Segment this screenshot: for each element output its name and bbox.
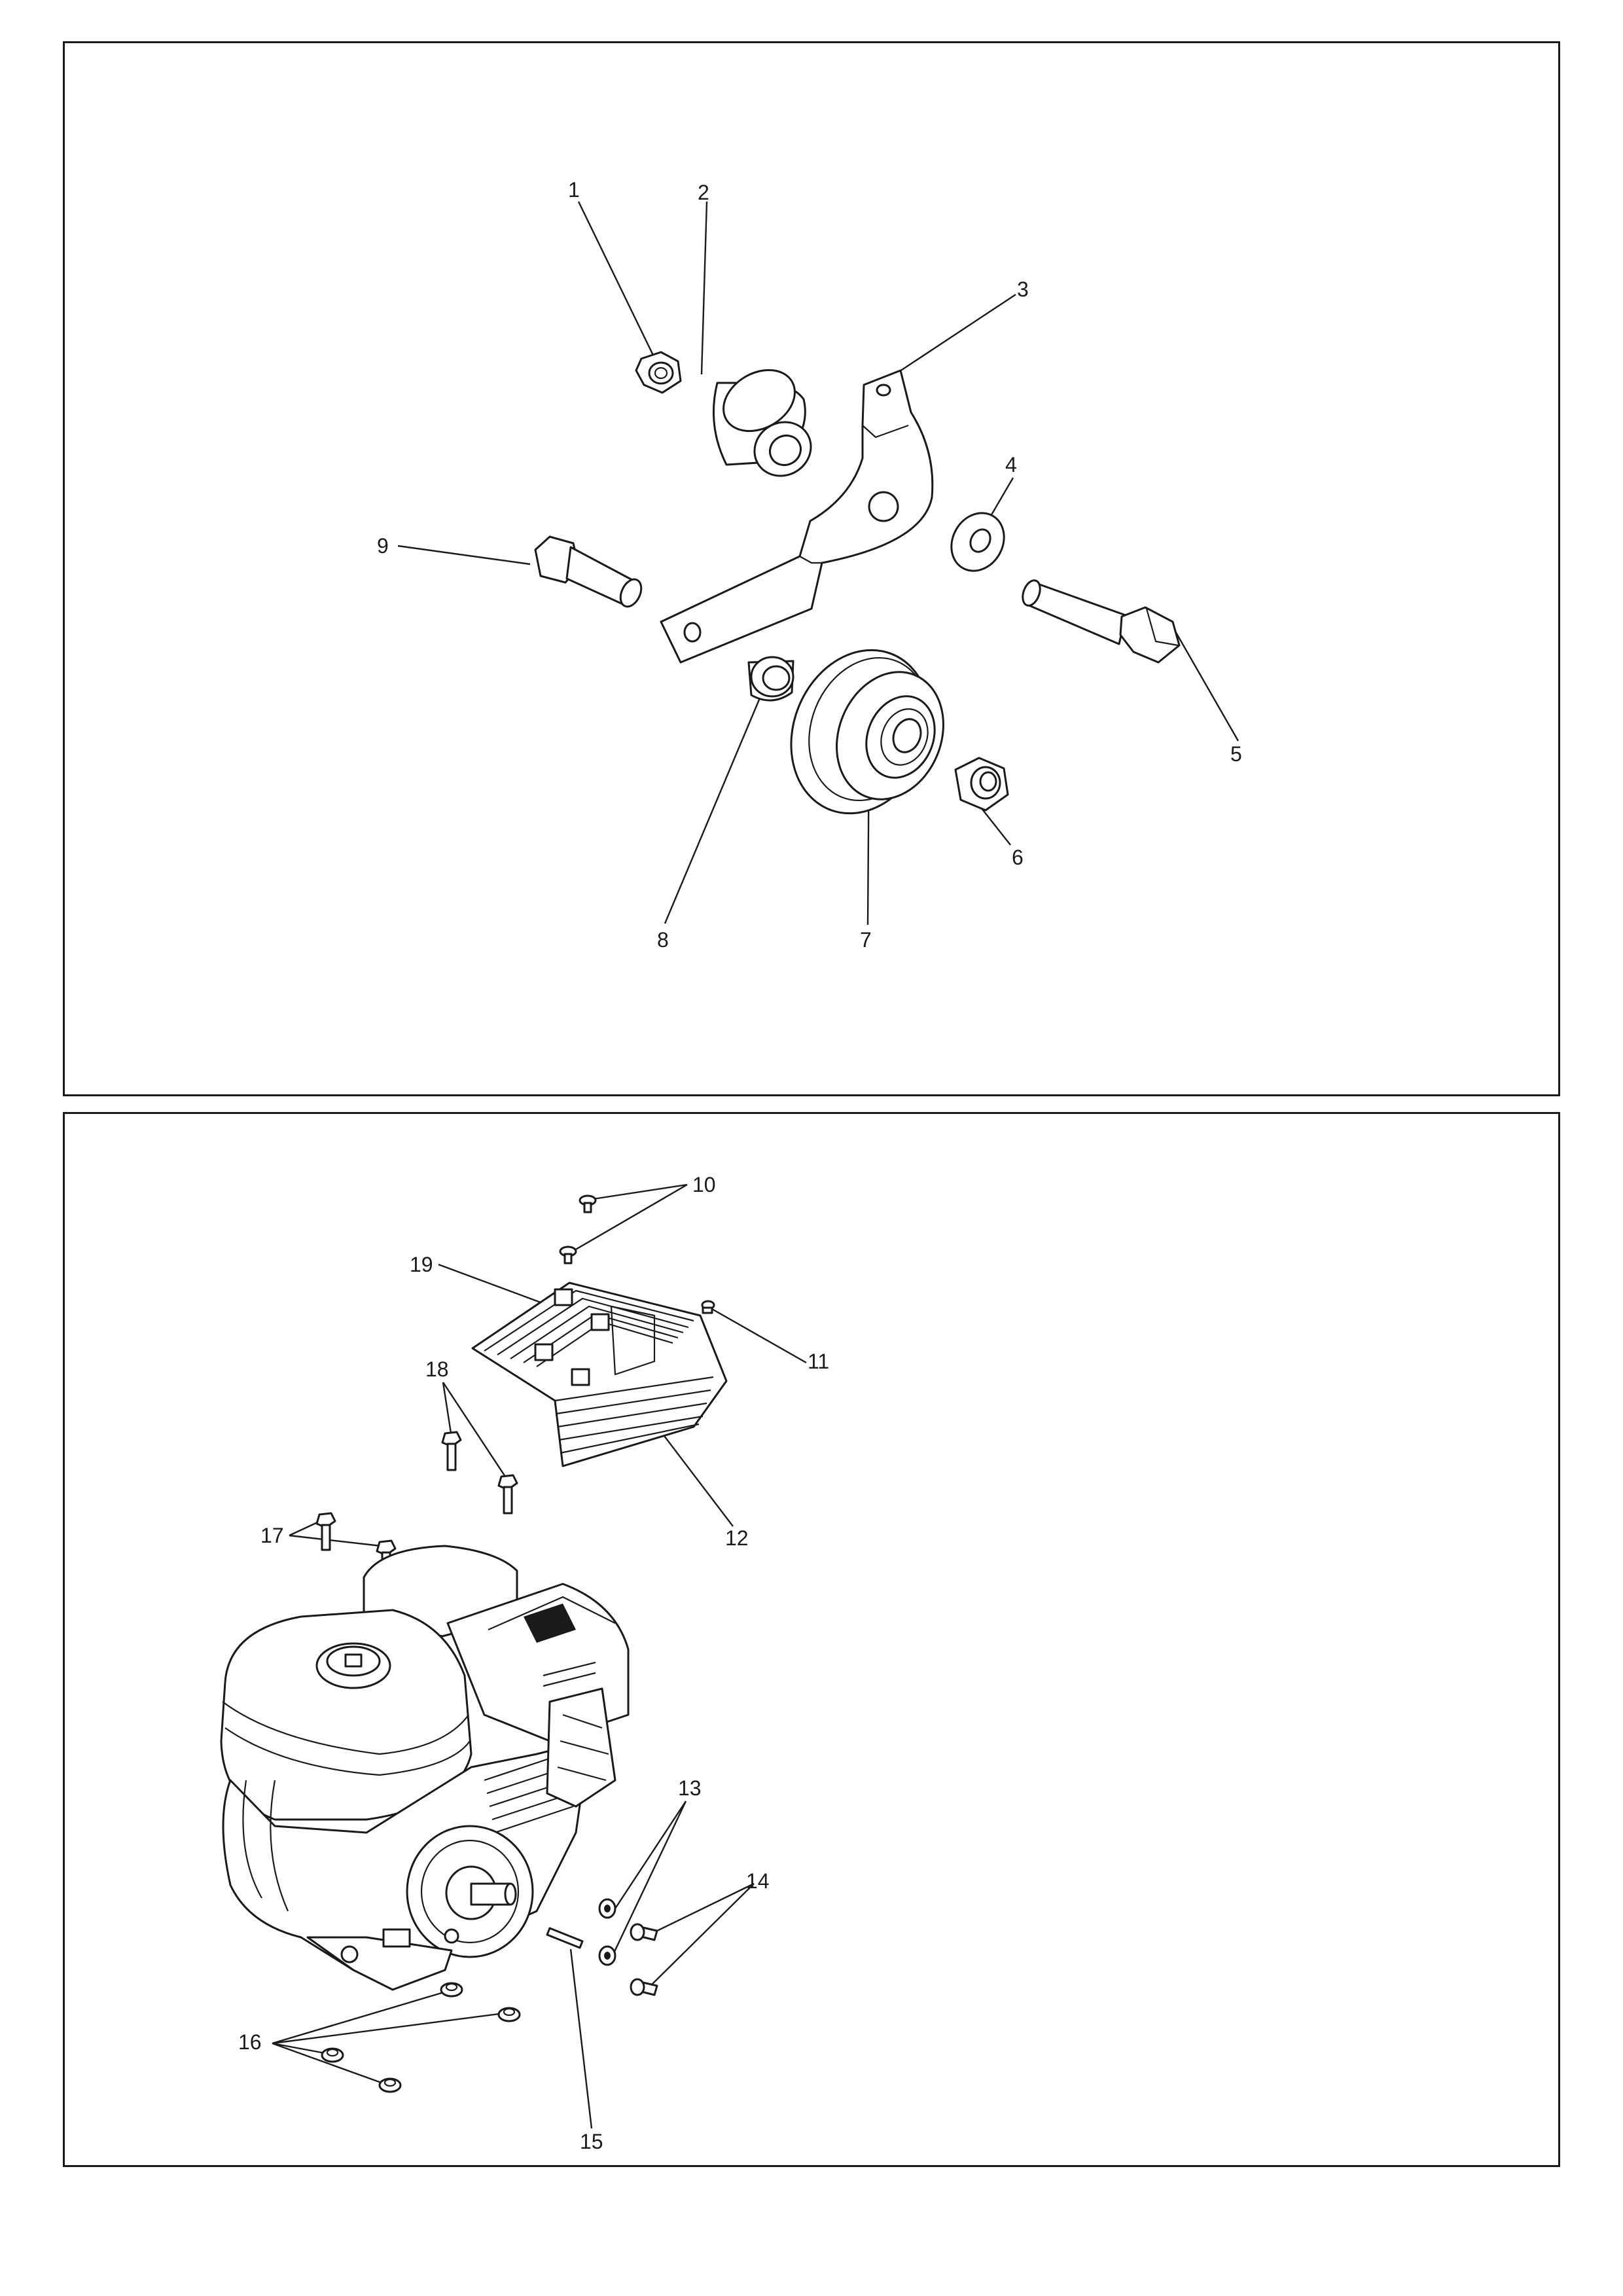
callout-13: 13 bbox=[678, 1776, 702, 1800]
guard-bracket-icon bbox=[534, 1288, 610, 1386]
callout-6: 6 bbox=[1012, 846, 1024, 869]
callout-4: 4 bbox=[1005, 453, 1017, 476]
idler-pulley-icon bbox=[790, 649, 944, 815]
screw-icon bbox=[559, 1194, 597, 1265]
shoulder-bolt-icon bbox=[534, 535, 643, 608]
callout-8: 8 bbox=[657, 928, 669, 952]
callout-3: 3 bbox=[1017, 278, 1029, 301]
callout-16: 16 bbox=[238, 2030, 262, 2054]
flange-nut-icon bbox=[321, 1982, 521, 2093]
callout-9: 9 bbox=[377, 534, 389, 558]
bushing-sleeve-icon bbox=[712, 368, 812, 477]
callout-11: 11 bbox=[808, 1350, 830, 1373]
bolt-icon bbox=[630, 1923, 658, 1996]
callout-19: 19 bbox=[410, 1253, 433, 1276]
lock-nut-icon bbox=[954, 757, 1009, 812]
engine-icon bbox=[220, 1545, 630, 1991]
callout-10: 10 bbox=[692, 1173, 716, 1196]
muffler-guard-icon bbox=[471, 1282, 728, 1467]
callout-7: 7 bbox=[860, 928, 872, 952]
bolt-icon bbox=[441, 1431, 518, 1515]
callout-2: 2 bbox=[698, 181, 709, 204]
callout-1: 1 bbox=[568, 178, 580, 202]
hex-nut-icon bbox=[635, 351, 682, 394]
callout-14: 14 bbox=[746, 1869, 770, 1893]
callout-15: 15 bbox=[580, 2130, 603, 2153]
callout-5: 5 bbox=[1230, 742, 1242, 766]
leader-lines-bottom bbox=[272, 1183, 807, 2129]
flat-washer-icon bbox=[950, 512, 1005, 572]
shaft-key-icon bbox=[546, 1927, 584, 1949]
spacer-icon bbox=[747, 656, 794, 702]
washer-icon bbox=[598, 1898, 616, 1966]
hex-bolt-icon bbox=[1022, 579, 1181, 664]
tensioner-bracket-icon bbox=[660, 369, 934, 664]
callout-17: 17 bbox=[260, 1524, 284, 1547]
callout-18: 18 bbox=[425, 1357, 449, 1381]
screw-icon bbox=[701, 1300, 715, 1314]
leader-lines-top bbox=[397, 201, 1240, 925]
callout-12: 12 bbox=[725, 1526, 749, 1550]
